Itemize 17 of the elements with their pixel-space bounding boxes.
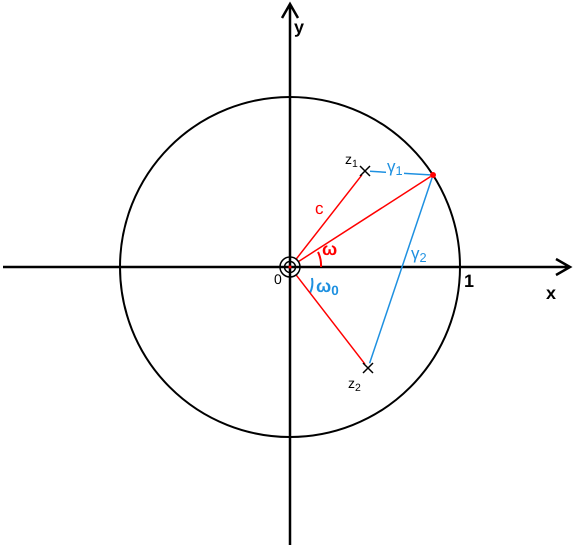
- axis-label: x: [546, 284, 556, 302]
- point-cross: [359, 165, 371, 177]
- point-marker: [429, 171, 437, 179]
- connector-line: [296, 174, 363, 260]
- connector-line: [368, 178, 433, 364]
- point-label: 0: [274, 272, 282, 286]
- axis-label: y: [294, 18, 304, 36]
- point-label: z$_{2}$: [348, 376, 361, 390]
- angle-label: ω: [322, 240, 338, 258]
- edge-label: γ$_{2}$: [410, 245, 428, 262]
- tick-label: 1: [464, 272, 474, 290]
- angle-label: ω$_{0}$: [316, 277, 339, 295]
- connector-line: [370, 170, 430, 176]
- connector-line: [298, 176, 431, 262]
- point-cross: [362, 362, 374, 374]
- point-label: z$_{1}$: [345, 152, 358, 166]
- connector-line: [296, 274, 366, 364]
